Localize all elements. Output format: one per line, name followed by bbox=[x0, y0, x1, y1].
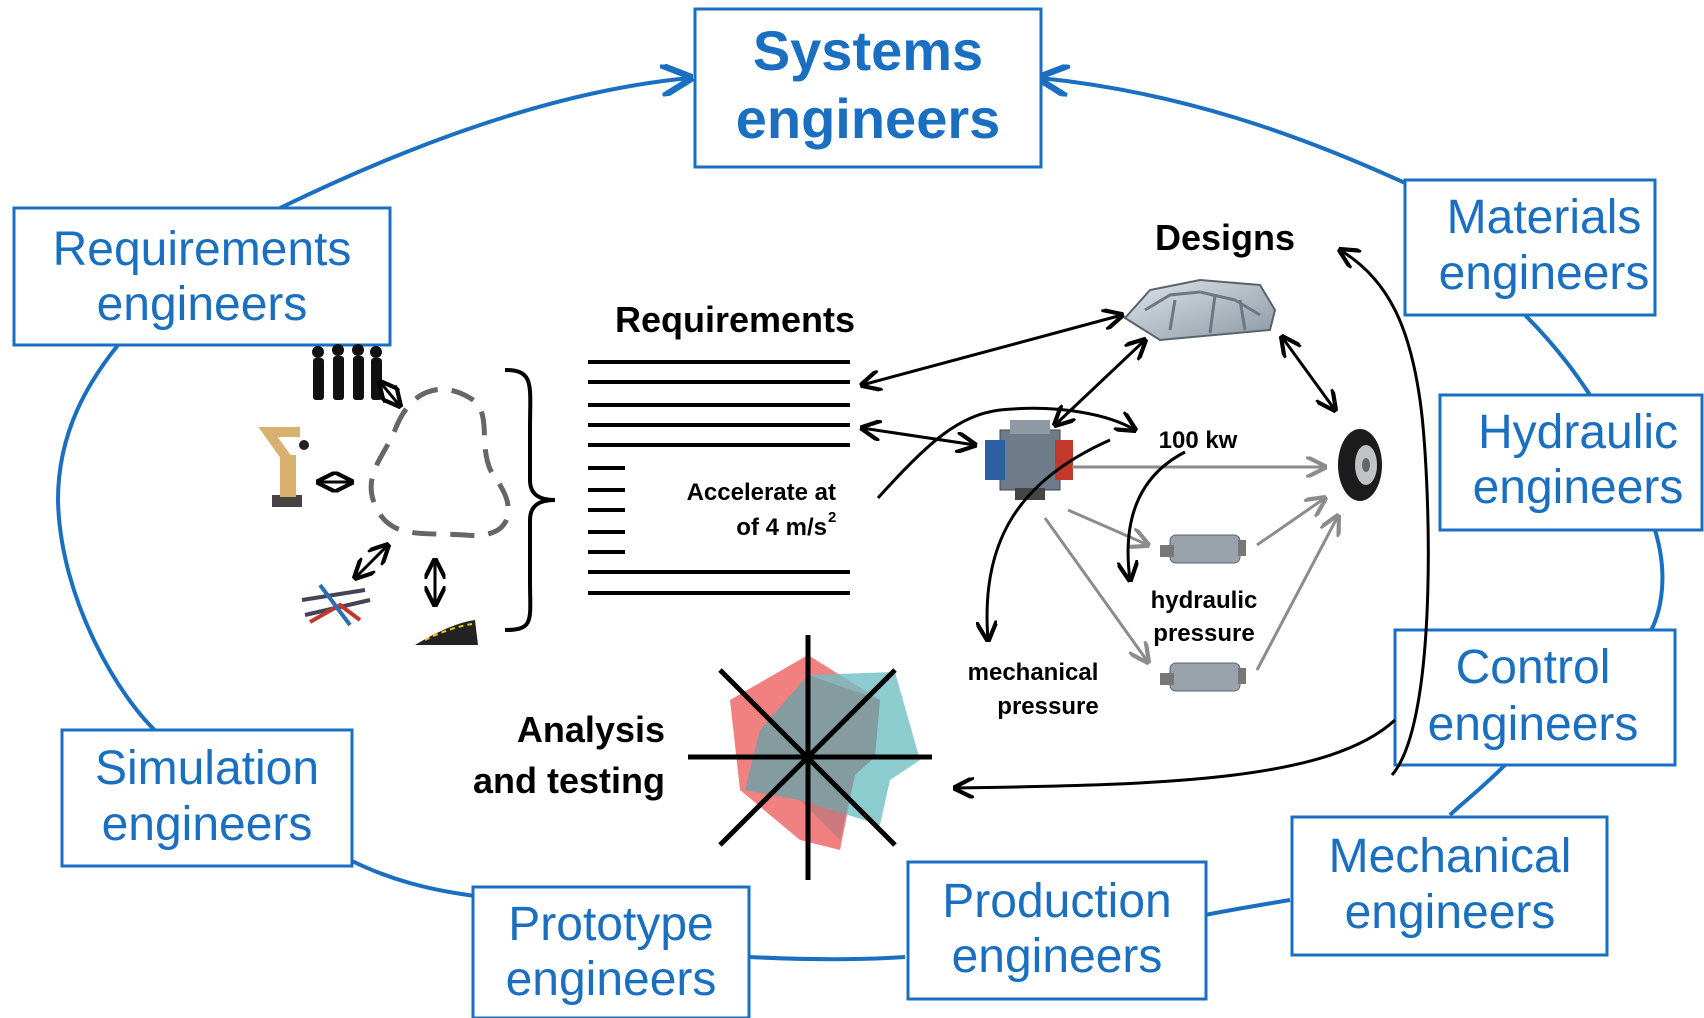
mechanical-pressure-label-2: pressure bbox=[997, 693, 1098, 720]
requirements-engineers-label-2: engineers bbox=[97, 278, 308, 331]
mechanical-engineers-label-2: engineers bbox=[1345, 886, 1556, 939]
control-engineers-box: Control engineers bbox=[1393, 628, 1677, 767]
people-silhouette-icon bbox=[312, 344, 382, 400]
gearbox-icon bbox=[1160, 534, 1246, 564]
materials-engineers-label-1: Materials bbox=[1447, 191, 1642, 244]
simulation-engineers-label-2: engineers bbox=[102, 798, 313, 851]
needs-cloud bbox=[368, 387, 511, 539]
wheel-icon bbox=[1338, 429, 1382, 501]
power-label: 100 kw bbox=[1159, 427, 1238, 454]
simulation-engineers-label-1: Simulation bbox=[95, 742, 319, 795]
car-body-frame-icon bbox=[1123, 278, 1277, 342]
requirements-heading: Requirements bbox=[615, 299, 855, 340]
production-engineers-label-2: engineers bbox=[952, 930, 1163, 983]
requirements-bracket bbox=[504, 368, 556, 632]
mechanical-engineers-label-1: Mechanical bbox=[1329, 830, 1572, 883]
design-arrows bbox=[862, 250, 1430, 788]
designs-heading: Designs bbox=[1155, 217, 1295, 258]
role-loop bbox=[55, 78, 1665, 962]
hydraulic-engineers-box: Hydraulic engineers bbox=[1438, 393, 1704, 532]
hand-tools-icon bbox=[301, 583, 371, 627]
analysis-heading-line-1: Analysis bbox=[517, 709, 665, 750]
hydraulic-engineers-label-2: engineers bbox=[1473, 461, 1684, 514]
materials-engineers-box: Materials engineers bbox=[1403, 178, 1657, 317]
mechanical-pressure-label-1: mechanical bbox=[968, 659, 1099, 686]
simulation-engineers-box: Simulation engineers bbox=[60, 728, 354, 868]
road-icon bbox=[415, 620, 478, 645]
prototype-engineers-box: Prototype engineers bbox=[471, 885, 751, 1018]
prototype-engineers-label-2: engineers bbox=[506, 953, 717, 1006]
hydraulic-pressure-label-2: pressure bbox=[1153, 620, 1254, 647]
materials-engineers-label-2: engineers bbox=[1439, 247, 1650, 300]
requirement-note-superscript: 2 bbox=[828, 509, 836, 526]
systems-engineers-box: Systems engineers bbox=[693, 7, 1043, 169]
gearbox-icon bbox=[1160, 662, 1246, 692]
production-engineers-box: Production engineers bbox=[906, 860, 1208, 1001]
gray-flow-arrows bbox=[1043, 467, 1338, 671]
requirements-list bbox=[588, 360, 850, 595]
industrial-robot-icon bbox=[258, 427, 309, 507]
production-engineers-label-1: Production bbox=[942, 875, 1171, 928]
requirement-note-line-1: Accelerate at bbox=[687, 479, 836, 506]
requirements-engineers-box: Requirements engineers bbox=[12, 206, 392, 347]
stakeholder-arrows bbox=[318, 382, 435, 605]
analysis-heading-line-2: and testing bbox=[473, 760, 665, 801]
hydraulic-pressure-label-1: hydraulic bbox=[1151, 587, 1258, 614]
radar-chart bbox=[688, 635, 932, 880]
systems-engineers-label-1: Systems bbox=[753, 19, 983, 82]
control-engineers-label-1: Control bbox=[1456, 641, 1611, 694]
control-engineers-label-2: engineers bbox=[1428, 698, 1639, 751]
requirement-note-line-2: of 4 m/s bbox=[736, 514, 827, 541]
engine-icon bbox=[985, 420, 1073, 500]
requirements-engineers-label-1: Requirements bbox=[53, 223, 352, 276]
prototype-engineers-label-1: Prototype bbox=[508, 898, 713, 951]
hydraulic-engineers-label-1: Hydraulic bbox=[1478, 406, 1678, 459]
mechanical-engineers-box: Mechanical engineers bbox=[1290, 815, 1609, 957]
systems-engineers-label-2: engineers bbox=[736, 87, 1001, 150]
